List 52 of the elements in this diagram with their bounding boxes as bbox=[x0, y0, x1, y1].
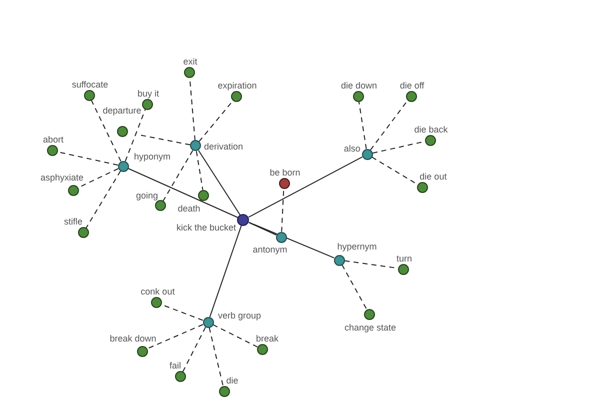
connector-line bbox=[198, 150, 241, 216]
dashed-connector bbox=[358, 100, 367, 150]
node-label: exit bbox=[183, 56, 198, 68]
node-label: suffocate bbox=[72, 79, 108, 90]
node-label: kick the bucket bbox=[176, 222, 236, 233]
dashed-connector bbox=[212, 324, 258, 348]
dashed-connector bbox=[162, 150, 194, 202]
dashed-connector bbox=[182, 326, 206, 372]
dashed-connector bbox=[342, 264, 368, 310]
node-label: die back bbox=[414, 124, 448, 136]
node-label: die down bbox=[340, 80, 378, 91]
connector-line bbox=[248, 156, 363, 218]
node-label: asphyxiate bbox=[40, 172, 84, 183]
node-label: be born bbox=[270, 167, 300, 178]
dashed-connector bbox=[140, 134, 191, 146]
node-label: abort bbox=[43, 134, 64, 146]
dashed-connector bbox=[208, 327, 224, 386]
dashed-connector bbox=[370, 100, 408, 150]
node-label: stifle bbox=[64, 216, 83, 228]
node-label: antonym bbox=[252, 244, 288, 256]
dashed-connector bbox=[281, 188, 284, 232]
node-label: buy it bbox=[138, 88, 160, 100]
connector-line bbox=[128, 168, 238, 218]
dashed-connector bbox=[90, 100, 122, 162]
node-label: die out bbox=[420, 171, 447, 182]
node-label: break down bbox=[110, 334, 156, 344]
node-label: death bbox=[178, 204, 200, 215]
node-label: verb group bbox=[218, 310, 262, 321]
node-label: derivation bbox=[204, 142, 244, 153]
node-label: conk out bbox=[140, 286, 175, 298]
connector-line bbox=[248, 222, 335, 258]
node-label: departure bbox=[102, 105, 142, 116]
node-label: die bbox=[226, 375, 238, 386]
node-label: turn bbox=[396, 253, 412, 264]
connector-line bbox=[248, 222, 277, 236]
node-label: fail bbox=[170, 360, 182, 372]
node-label: die off bbox=[400, 80, 424, 91]
node-label: change state bbox=[344, 322, 396, 334]
dashed-connector bbox=[196, 150, 204, 190]
node-label: hypernym bbox=[337, 242, 377, 252]
dashed-connector bbox=[124, 108, 146, 162]
connector-line bbox=[209, 225, 242, 318]
dashed-connector bbox=[198, 100, 234, 142]
dashed-connector bbox=[57, 151, 118, 166]
node-label: going bbox=[136, 190, 158, 202]
node-label: break bbox=[256, 333, 279, 344]
dashed-connector bbox=[146, 324, 204, 350]
node-label: also bbox=[344, 144, 360, 155]
node-label: hyponym bbox=[134, 151, 171, 162]
dashed-connector bbox=[86, 170, 121, 228]
dashed-connector bbox=[371, 156, 418, 185]
node-label: expiration bbox=[218, 80, 257, 92]
